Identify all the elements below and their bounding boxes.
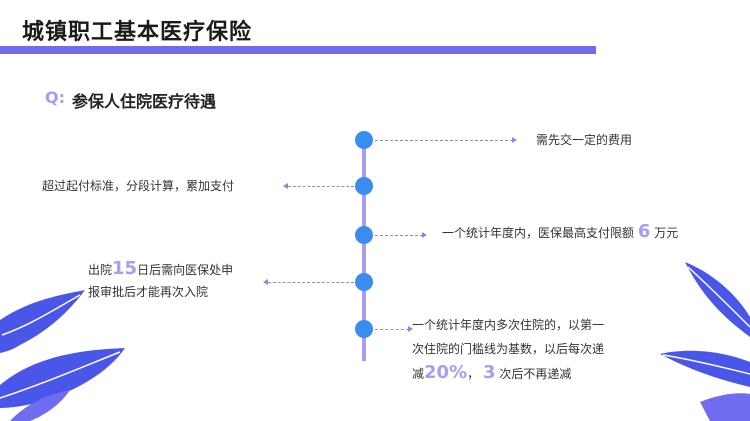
- arrow-left-icon: [283, 183, 288, 189]
- arrow-right-icon: [408, 326, 413, 332]
- timeline-node-2: [355, 177, 373, 195]
- item-right-3: 一个统计年度内多次住院的，以第一 次住院的门槛线为基数，以后每次递 减20%， …: [412, 313, 604, 386]
- item-left-2-text-b: 日后需向医保处申: [137, 263, 234, 277]
- item-right-3-line1: 一个统计年度内多次住院的，以第一: [412, 318, 605, 332]
- arrow-right-icon: [512, 137, 517, 143]
- item-right-3-count: 3: [482, 362, 496, 383]
- item-right-2-unit: 万元: [654, 226, 679, 240]
- timeline-node-3: [355, 226, 373, 244]
- question-text: 参保人住院医疗待遇: [72, 92, 217, 111]
- timeline-axis: [362, 133, 366, 361]
- item-right-2-number: 6: [637, 221, 651, 242]
- item-right-3-line2: 次住院的门槛线为基数，以后每次递: [412, 342, 605, 356]
- question-prefix: Q:: [45, 88, 65, 107]
- leaf-decoration-left-icon: [0, 290, 125, 421]
- item-right-3-text-b: ，: [467, 367, 480, 381]
- leaf-decoration-right-icon: [660, 262, 750, 421]
- connector-1: [375, 140, 513, 141]
- item-right-3-percent: 20%: [424, 362, 468, 383]
- connector-3: [375, 235, 423, 236]
- item-right-3-text-c: 次后不再递减: [499, 367, 572, 381]
- item-right-1: 需先交一定的费用: [536, 133, 633, 147]
- item-right-2: 一个统计年度内，医保最高支付限额 6 万元: [442, 221, 678, 244]
- item-left-1: 超过起付标准，分段计算，累加支付: [42, 179, 235, 193]
- connector-4: [268, 282, 354, 283]
- connector-2: [288, 186, 354, 187]
- item-left-2: 出院15日后需向医保处申 报审批后才能再次入院: [88, 258, 233, 303]
- timeline-node-4: [355, 273, 373, 291]
- timeline-node-5: [355, 320, 373, 338]
- item-right-2-text: 一个统计年度内，医保最高支付限额: [442, 226, 635, 240]
- timeline-node-1: [355, 131, 373, 149]
- item-right-3-text-a: 减: [412, 367, 425, 381]
- arrow-right-icon: [422, 232, 427, 238]
- connector-5: [375, 329, 409, 330]
- item-left-2-number: 15: [112, 258, 138, 279]
- title-underline: [0, 46, 596, 54]
- item-left-2-text-a: 出院: [88, 263, 113, 277]
- arrow-left-icon: [263, 279, 268, 285]
- item-left-2-line2: 报审批后才能再次入院: [88, 285, 209, 299]
- page-title: 城镇职工基本医疗保险: [22, 20, 253, 45]
